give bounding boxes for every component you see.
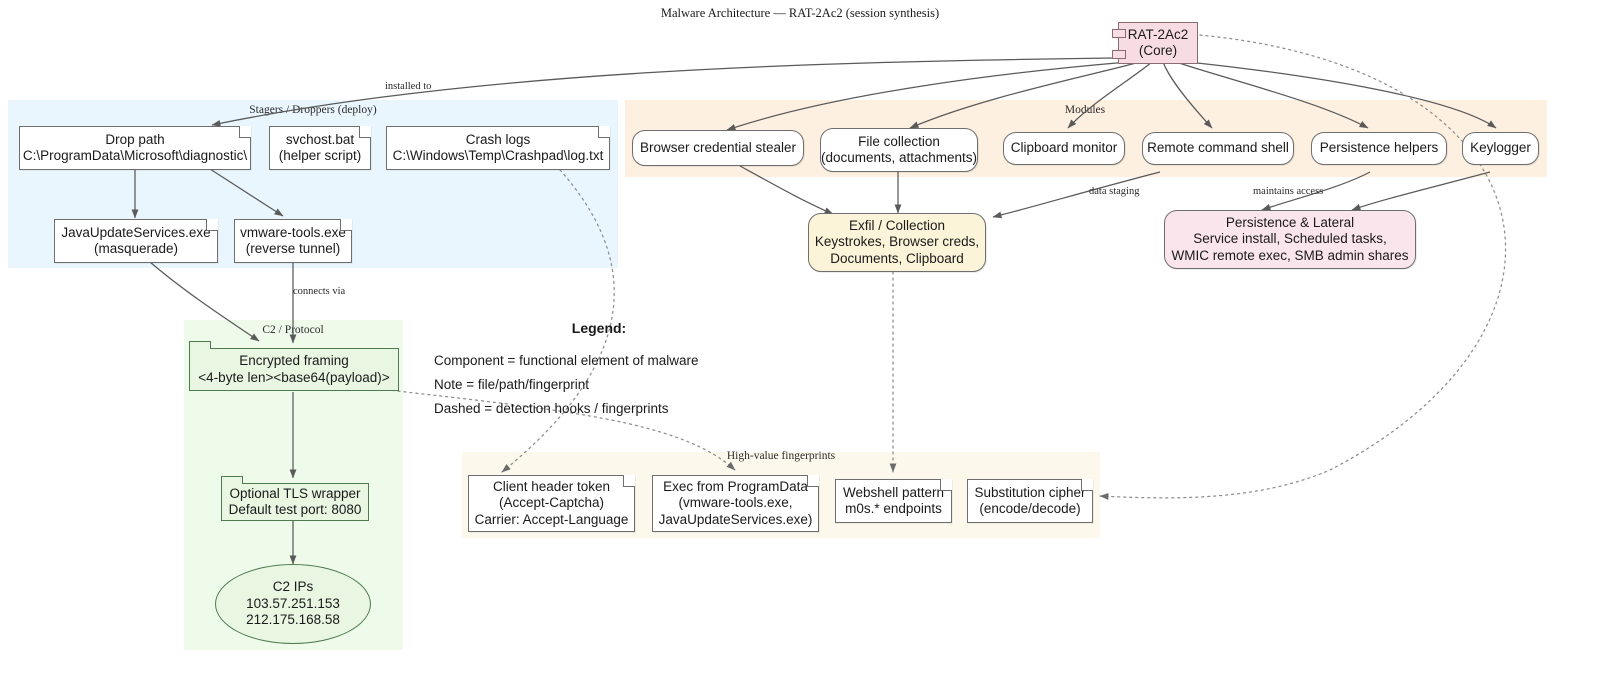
node-line: Optional TLS wrapper xyxy=(229,485,361,501)
node-line: Carrier: Accept-Language xyxy=(474,511,629,527)
group-label-modules: Modules xyxy=(1064,104,1106,116)
node-line: 212.175.168.58 xyxy=(246,612,340,628)
node-drop-path[interactable]: Drop path C:\ProgramData\Microsoft\diagn… xyxy=(19,126,251,170)
node-line: C:\ProgramData\Microsoft\diagnostic\ xyxy=(22,148,248,163)
node-client-header-token[interactable]: Client header token (Accept-Captcha) Car… xyxy=(468,475,635,532)
core-title: RAT-2Ac2 xyxy=(1127,26,1189,42)
node-persistence-helpers[interactable]: Persistence helpers xyxy=(1311,132,1447,165)
group-label-c2: C2 / Protocol xyxy=(262,324,324,336)
node-webshell-pattern[interactable]: Webshell pattern m0s.* endpoints xyxy=(835,479,952,523)
node-line: Service install, Scheduled tasks, xyxy=(1193,231,1387,247)
edge-label-data-staging: data staging xyxy=(1089,186,1140,197)
node-line: Exec from ProgramData xyxy=(663,478,808,494)
node-line: Keylogger xyxy=(1470,140,1531,156)
edge-label-installed-to: installed to xyxy=(385,81,432,92)
legend-row-dashed: Dashed = detection hooks / fingerprints xyxy=(434,401,669,416)
node-line: (Accept-Captcha) xyxy=(498,495,605,511)
node-line: Webshell pattern xyxy=(842,484,945,500)
node-line: svchost.bat xyxy=(285,131,355,147)
node-line: Documents, Clipboard xyxy=(830,250,964,266)
node-file-collection[interactable]: File collection (documents, attachments) xyxy=(820,128,978,172)
node-line: Drop path xyxy=(105,131,165,147)
node-line: Persistence helpers xyxy=(1319,140,1439,156)
node-remote-command-shell[interactable]: Remote command shell xyxy=(1142,132,1294,165)
group-label-fingerprints: High-value fingerprints xyxy=(726,450,836,462)
legend-row-component: Component = functional element of malwar… xyxy=(434,353,699,368)
node-line: Client header token xyxy=(492,478,611,494)
node-line: Substitution cipher xyxy=(974,484,1086,500)
node-clipboard-monitor[interactable]: Clipboard monitor xyxy=(1003,132,1125,165)
node-persistence-lateral[interactable]: Persistence & Lateral Service install, S… xyxy=(1164,210,1416,269)
diagram-title: Malware Architecture — RAT-2Ac2 (session… xyxy=(660,6,940,20)
node-exec-from-programdata[interactable]: Exec from ProgramData (vmware-tools.exe,… xyxy=(652,475,819,532)
node-line: File collection xyxy=(858,133,940,149)
node-line: (encode/decode) xyxy=(979,501,1081,516)
component-tab-bottom xyxy=(1112,50,1126,59)
node-line: (documents, attachments) xyxy=(820,150,978,165)
node-line: 103.57.251.153 xyxy=(246,595,340,611)
node-svchost-bat[interactable]: svchost.bat (helper script) xyxy=(269,126,371,170)
node-encrypted-framing[interactable]: Encrypted framing <4-byte len><base64(pa… xyxy=(189,341,399,391)
node-line: (reverse tunnel) xyxy=(245,241,341,256)
node-optional-tls-wrapper[interactable]: Optional TLS wrapper Default test port: … xyxy=(221,476,369,521)
package-tab xyxy=(221,476,243,484)
node-javaupdateservices-exe[interactable]: JavaUpdateServices.exe (masquerade) xyxy=(54,219,218,263)
node-line: (vmware-tools.exe, xyxy=(678,495,793,511)
node-line: Encrypted framing xyxy=(239,353,349,368)
node-line: C:\Windows\Temp\Crashpad\log.txt xyxy=(392,148,604,163)
node-line: JavaUpdateServices.exe xyxy=(61,224,211,240)
node-vmware-tools-exe[interactable]: vmware-tools.exe (reverse tunnel) xyxy=(234,219,352,263)
node-line: (masquerade) xyxy=(93,241,179,256)
node-line: m0s.* endpoints xyxy=(845,501,942,516)
node-line: WMIC remote exec, SMB admin shares xyxy=(1171,247,1409,263)
legend-title: Legend: xyxy=(571,320,627,336)
core-subtitle: (Core) xyxy=(1138,43,1178,58)
node-line: vmware-tools.exe xyxy=(240,224,346,240)
edge-label-maintains-access: maintains access xyxy=(1253,186,1324,197)
node-exfil-collection[interactable]: Exfil / Collection Keystrokes, Browser c… xyxy=(808,213,986,272)
package-tab xyxy=(189,341,211,349)
node-browser-credential-stealer[interactable]: Browser credential stealer xyxy=(632,130,804,166)
node-line: Browser credential stealer xyxy=(639,139,797,155)
node-line: JavaUpdateServices.exe) xyxy=(658,511,813,527)
node-keylogger[interactable]: Keylogger xyxy=(1462,132,1539,165)
node-line: C2 IPs xyxy=(272,579,314,595)
component-tab-top xyxy=(1112,29,1126,38)
node-line: Clipboard monitor xyxy=(1010,140,1118,156)
legend: Legend: Component = functional element o… xyxy=(434,320,764,421)
node-line: Crash logs xyxy=(465,131,531,147)
node-core[interactable]: RAT-2Ac2 (Core) xyxy=(1112,22,1198,64)
node-line: Remote command shell xyxy=(1147,140,1289,156)
node-line: Default test port: 8080 xyxy=(228,502,362,517)
edge-label-connects-via: connects via xyxy=(293,286,346,297)
node-line: <4-byte len><base64(payload)> xyxy=(198,369,390,385)
group-label-stagers: Stagers / Droppers (deploy) xyxy=(249,104,377,116)
node-line: Persistence & Lateral xyxy=(1225,214,1355,230)
node-c2-ips[interactable]: C2 IPs 103.57.251.153 212.175.168.58 xyxy=(215,564,371,644)
node-substitution-cipher[interactable]: Substitution cipher (encode/decode) xyxy=(967,479,1093,523)
node-line: (helper script) xyxy=(278,148,362,163)
node-line: Keystrokes, Browser creds, xyxy=(814,234,980,250)
legend-row-note: Note = file/path/fingerprint xyxy=(434,377,589,392)
node-crash-logs[interactable]: Crash logs C:\Windows\Temp\Crashpad\log.… xyxy=(386,126,610,170)
node-line: Exfil / Collection xyxy=(848,217,946,233)
